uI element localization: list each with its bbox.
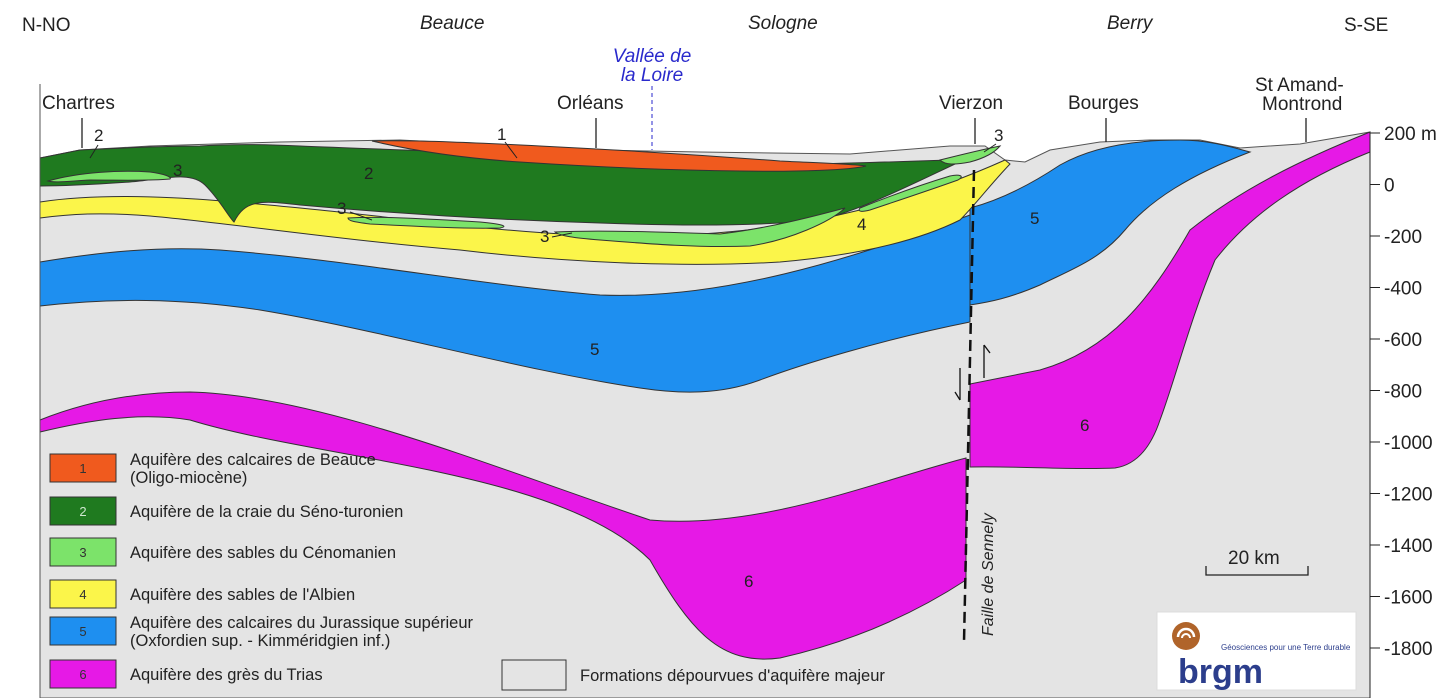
layer-label-3-south-leader [551, 232, 573, 238]
layer-label-2-chartres: 2 [94, 126, 103, 145]
legend-swatch-1 [49, 453, 117, 483]
legend-label: Aquifère des calcaires de Beauce [130, 451, 376, 469]
layer-5-jurassique-left [39, 214, 971, 393]
legend-number: 3 [79, 545, 86, 560]
depth-tick-label: -1600 [1384, 588, 1433, 609]
layer-label-2-leader [89, 144, 99, 159]
layer-5-jurassique-right [969, 139, 1252, 306]
legend-number: 5 [79, 624, 86, 639]
depth-tick-label: -1800 [1384, 639, 1433, 660]
legend-swatch-2 [49, 496, 117, 526]
town-st-amand-line2: Montrond [1262, 94, 1342, 115]
layer-label-3-middle-leader [349, 211, 373, 221]
layer-label-4: 4 [857, 215, 866, 234]
legend-swatch-6 [49, 659, 117, 689]
layer-label-1: 1 [497, 125, 506, 144]
legend-label: Aquifère des sables de l'Albien [130, 586, 355, 604]
layer-6-trias-right [969, 131, 1371, 470]
legend-label-sub: (Oxfordien sup. - Kimméridgien inf.) [130, 632, 390, 650]
legend-swatch-3 [49, 537, 117, 567]
legend-swatch-grey [501, 659, 567, 691]
depth-tick-label: -400 [1384, 279, 1422, 300]
legend-swatch-4 [49, 579, 117, 609]
layer-label-5-left: 5 [590, 340, 599, 359]
legend-number: 6 [79, 667, 86, 682]
depth-tick-label: -200 [1384, 227, 1422, 248]
depth-tick-label: -1000 [1384, 433, 1433, 454]
legend-label: Aquifère des calcaires du Jurassique sup… [130, 614, 474, 632]
layer-label-1-leader [504, 141, 518, 159]
layer-label-3-vierzon: 3 [994, 126, 1003, 145]
depth-tick-label: -600 [1384, 330, 1422, 351]
legend-label: Aquifère des sables du Cénomanien [130, 544, 396, 562]
legend-number: 1 [79, 461, 86, 476]
layer-3-lens-south [553, 207, 846, 248]
town-vierzon: Vierzon [939, 93, 1003, 114]
layer-label-3-middle: 3 [337, 199, 346, 218]
layer-label-2: 2 [364, 164, 373, 183]
legend-grey-label: Formations dépourvues d'aquifère majeur [580, 667, 885, 685]
layer-label-3-south: 3 [540, 227, 549, 246]
layer-label-3-chartres: 3 [173, 161, 182, 180]
fault-line [962, 169, 976, 643]
depth-tick-label: -800 [1384, 382, 1422, 403]
scale-bar-label: 20 km [1228, 548, 1280, 569]
legend-label: Aquifère des grès du Trias [130, 666, 323, 684]
legend-number: 4 [79, 587, 86, 602]
valley-label-line2: la Loire [621, 65, 683, 86]
depth-tick-label: -1400 [1384, 536, 1433, 557]
orientation-left: N-NO [22, 15, 71, 36]
valley-label-line1: Vallée de [613, 46, 692, 67]
brgm-tagline: Géosciences pour une Terre durable [1221, 643, 1351, 652]
layer-6-trias-left [39, 391, 967, 660]
brgm-wordmark: brgm [1178, 653, 1263, 691]
legend-number: 2 [79, 504, 86, 519]
town-bourges: Bourges [1068, 93, 1139, 114]
depth-tick-label: 200 m [1384, 124, 1437, 145]
town-chartres: Chartres [42, 93, 115, 114]
depth-axis-ticks: 200 m 0 -200 -400 -600 -800 -1000 -1200 -1400 -16… [1370, 124, 1437, 660]
layer-label-6-left: 6 [744, 572, 753, 591]
fault-arrow-up [983, 344, 991, 378]
region-sologne: Sologne [748, 13, 818, 34]
brgm-logo-icon [1172, 622, 1200, 650]
legend-label: Aquifère de la craie du Séno-turonien [130, 503, 403, 521]
layer-label-6-right: 6 [1080, 416, 1089, 435]
layer-label-5-right: 5 [1030, 209, 1039, 228]
town-orleans: Orléans [557, 93, 624, 114]
orientation-right: S-SE [1344, 15, 1388, 36]
brgm-logo: Géosciences pour une Terre durable brgm [1156, 611, 1357, 691]
fault-label: Faille de Sennely [980, 512, 997, 636]
town-st-amand-line1: St Amand- [1255, 75, 1344, 96]
layer-3-lens-east-b [939, 145, 1002, 165]
legend: 1 Aquifère des calcaires de Beauce(Oligo-… [49, 451, 474, 689]
scale-bar [1205, 566, 1309, 576]
legend-swatch-5 [49, 616, 117, 646]
region-beauce: Beauce [420, 13, 484, 34]
legend-label-sub: (Oligo-miocène) [130, 469, 247, 487]
depth-tick-label: 0 [1384, 176, 1395, 197]
fault-arrow-down [954, 368, 961, 401]
region-berry: Berry [1107, 13, 1154, 34]
layer-3-lens-chartres [46, 170, 171, 183]
layer-1-beauce [371, 140, 867, 172]
layer-label-3-vierzon-leader [983, 143, 997, 153]
depth-tick-label: -1200 [1384, 485, 1433, 506]
layer-3-lens-east-a [858, 174, 962, 212]
layer-3-lens-middle [347, 216, 505, 229]
